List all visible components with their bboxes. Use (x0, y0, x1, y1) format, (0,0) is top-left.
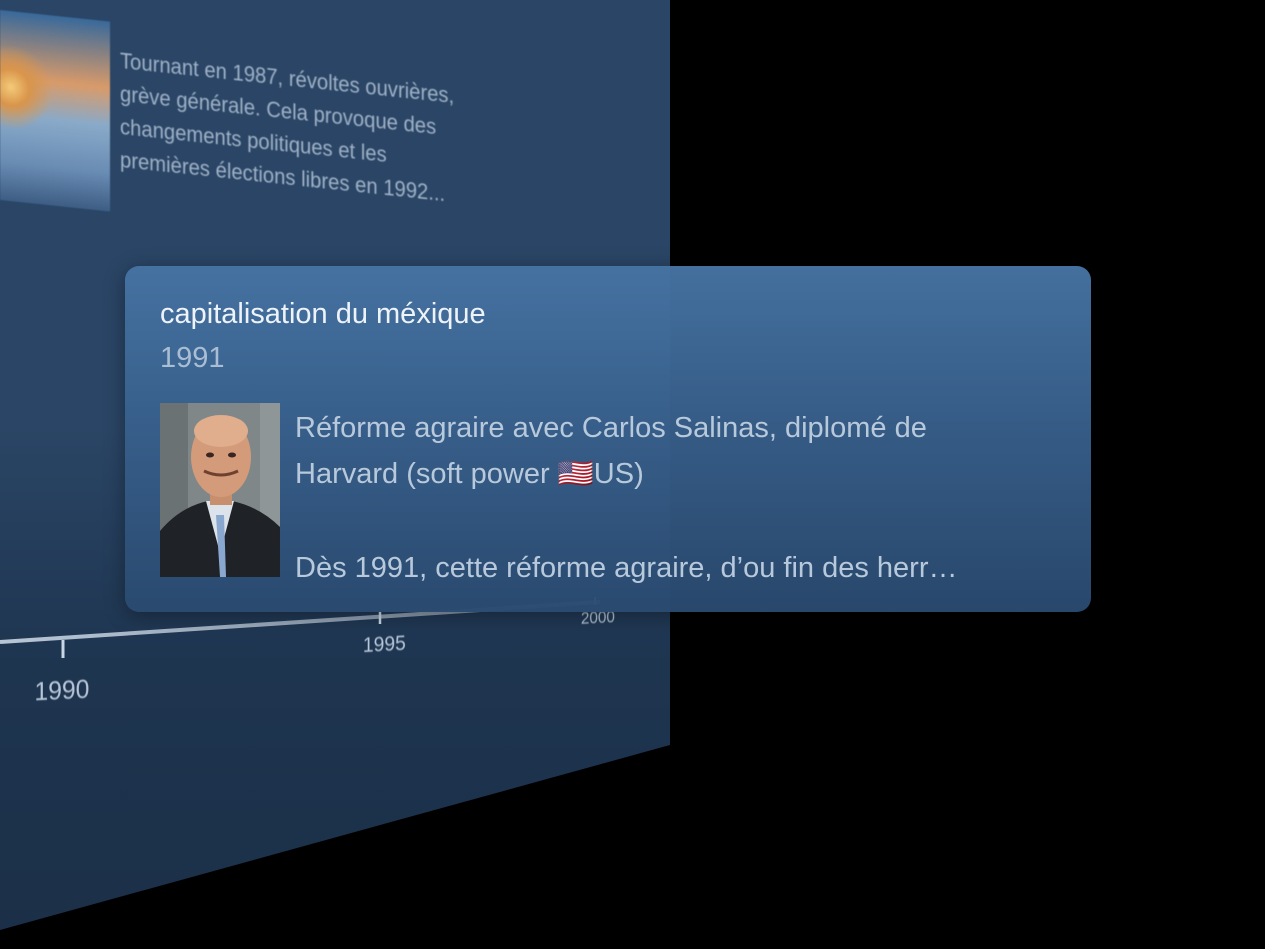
description-line: Harvard (soft power 🇺🇸US) (295, 458, 644, 490)
description-truncated-line: Dès 1991, cette réforme agraire, d’ou fi… (295, 552, 958, 584)
event-detail-card[interactable]: capitalisation du méxique 1991 Réforme a… (125, 266, 1091, 612)
timeline-tick-label: 1990 (34, 673, 90, 707)
description-line: Réforme agraire avec Carlos Salinas, dip… (295, 412, 927, 444)
event-date: 1991 (160, 342, 225, 374)
event-person-photo (160, 403, 280, 577)
event-description: Réforme agraire avec Carlos Salinas, dip… (295, 405, 1055, 591)
event-title: capitalisation du méxique (160, 298, 486, 330)
timeline-tick-label: 1995 (362, 631, 406, 658)
person-portrait-image (160, 403, 280, 577)
description-spacer (295, 497, 1055, 545)
